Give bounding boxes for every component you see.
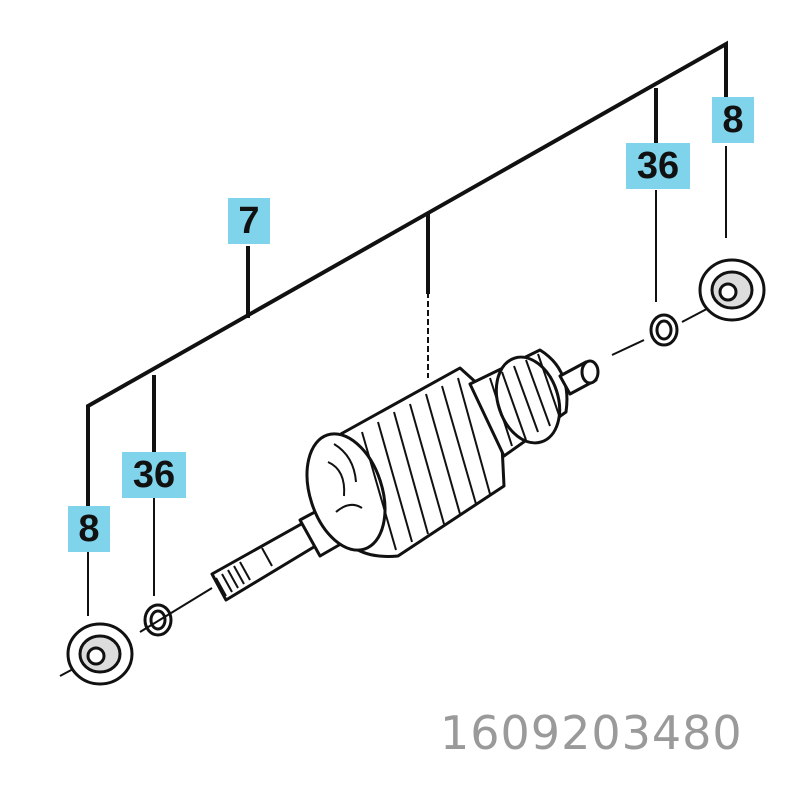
- washer-right-part: [649, 313, 679, 347]
- bearing-left-part: [66, 622, 134, 686]
- callout-washer-right: 36: [626, 143, 690, 189]
- callout-washer-left: 36: [122, 452, 186, 498]
- document-number: 1609203480: [440, 706, 743, 760]
- bearing-right-part: [698, 258, 766, 322]
- armature-part: [210, 348, 600, 602]
- callout-armature: 7: [228, 198, 270, 244]
- washer-left-part: [143, 603, 173, 637]
- callout-bearing-left: 8: [68, 506, 110, 552]
- leader-main-bar: [86, 40, 728, 508]
- axis-right: [611, 339, 645, 356]
- callout-bearing-right: 8: [712, 97, 754, 143]
